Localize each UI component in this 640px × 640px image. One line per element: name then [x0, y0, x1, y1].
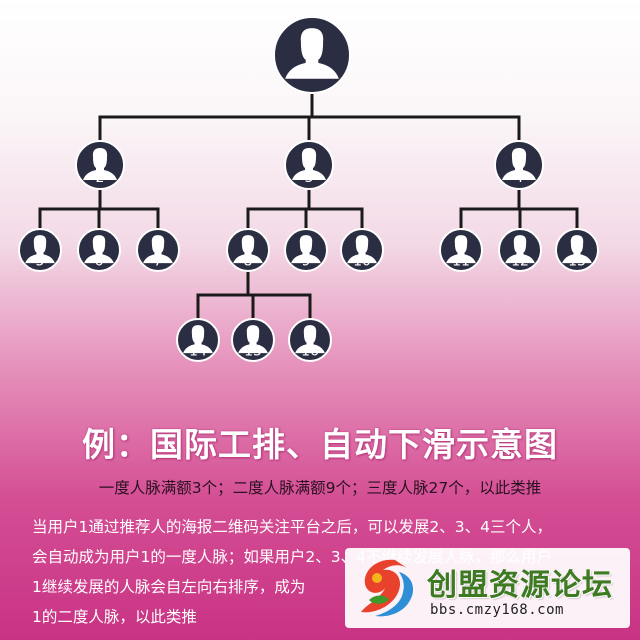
tree-node-2: 2 — [75, 140, 125, 190]
tree-node-11: 11 — [439, 228, 483, 272]
node-label: 9 — [302, 254, 311, 270]
tree-node-10: 10 — [340, 228, 384, 272]
tree-connectors — [38, 91, 579, 321]
diagram-subtitle: 一度人脉满额3个；二度人脉满额9个；三度人脉27个，以此类推 — [98, 479, 542, 497]
person-silhouette-icon — [291, 235, 321, 264]
tree-node-12: 12 — [498, 228, 542, 272]
tree-node-1: 1 — [273, 16, 351, 94]
person-silhouette-icon — [446, 235, 476, 264]
tree-node-4: 4 — [494, 140, 544, 190]
description-line: 1继续发展的人脉会自左向右排序，成为 — [32, 578, 306, 596]
person-silhouette-icon — [505, 235, 535, 264]
person-silhouette-icon — [502, 148, 536, 180]
tree-node-14: 14 — [176, 318, 220, 362]
node-label: 11 — [452, 254, 470, 270]
tree-node-13: 13 — [555, 228, 599, 272]
tree-node-15: 15 — [231, 318, 275, 362]
node-label: 16 — [301, 344, 319, 360]
node-label: 4 — [515, 170, 524, 186]
tree-node-16: 16 — [288, 318, 332, 362]
person-silhouette-icon — [233, 235, 263, 264]
person-silhouette-icon — [292, 148, 326, 180]
watermark-logo-icon — [361, 559, 414, 617]
node-label: 6 — [95, 254, 104, 270]
node-label: 1 — [307, 60, 317, 79]
tree-node-7: 7 — [136, 228, 180, 272]
node-label: 10 — [353, 254, 371, 270]
person-silhouette-icon — [347, 235, 377, 264]
tree-node-9: 9 — [284, 228, 328, 272]
person-silhouette-icon — [562, 235, 592, 264]
node-label: 5 — [36, 254, 45, 270]
person-silhouette-icon — [25, 235, 55, 264]
diagram-title: 例：国际工排、自动下滑示意图 — [82, 425, 558, 464]
tree-node-6: 6 — [77, 228, 121, 272]
tree-node-8: 8 — [226, 228, 270, 272]
tree-node-5: 5 — [18, 228, 62, 272]
node-label: 13 — [568, 254, 586, 270]
person-silhouette-icon — [183, 325, 213, 354]
person-silhouette-icon — [83, 148, 117, 180]
watermark-url: bbs.cmzy168.com — [430, 602, 564, 618]
node-label: 14 — [189, 344, 207, 360]
person-silhouette-icon — [285, 28, 339, 79]
node-label: 3 — [305, 170, 314, 186]
tree-node-3: 3 — [284, 140, 334, 190]
person-silhouette-icon — [84, 235, 114, 264]
person-silhouette-icon — [295, 325, 325, 354]
node-label: 7 — [154, 254, 163, 270]
description-line: 1的二度人脉，以此类推 — [32, 608, 197, 626]
person-silhouette-icon — [143, 235, 173, 264]
node-label: 8 — [244, 254, 253, 270]
description-line: 当用户1通过推荐人的海报二维码关注平台之后，可以发展2、3、4三个人， — [32, 518, 552, 536]
watermark-banner: 创盟资源论坛 bbs.cmzy168.com — [345, 548, 630, 628]
node-label: 2 — [96, 170, 105, 186]
watermark-title: 创盟资源论坛 — [427, 568, 613, 603]
node-label: 12 — [511, 254, 529, 270]
person-silhouette-icon — [238, 325, 268, 354]
node-label: 15 — [244, 344, 262, 360]
